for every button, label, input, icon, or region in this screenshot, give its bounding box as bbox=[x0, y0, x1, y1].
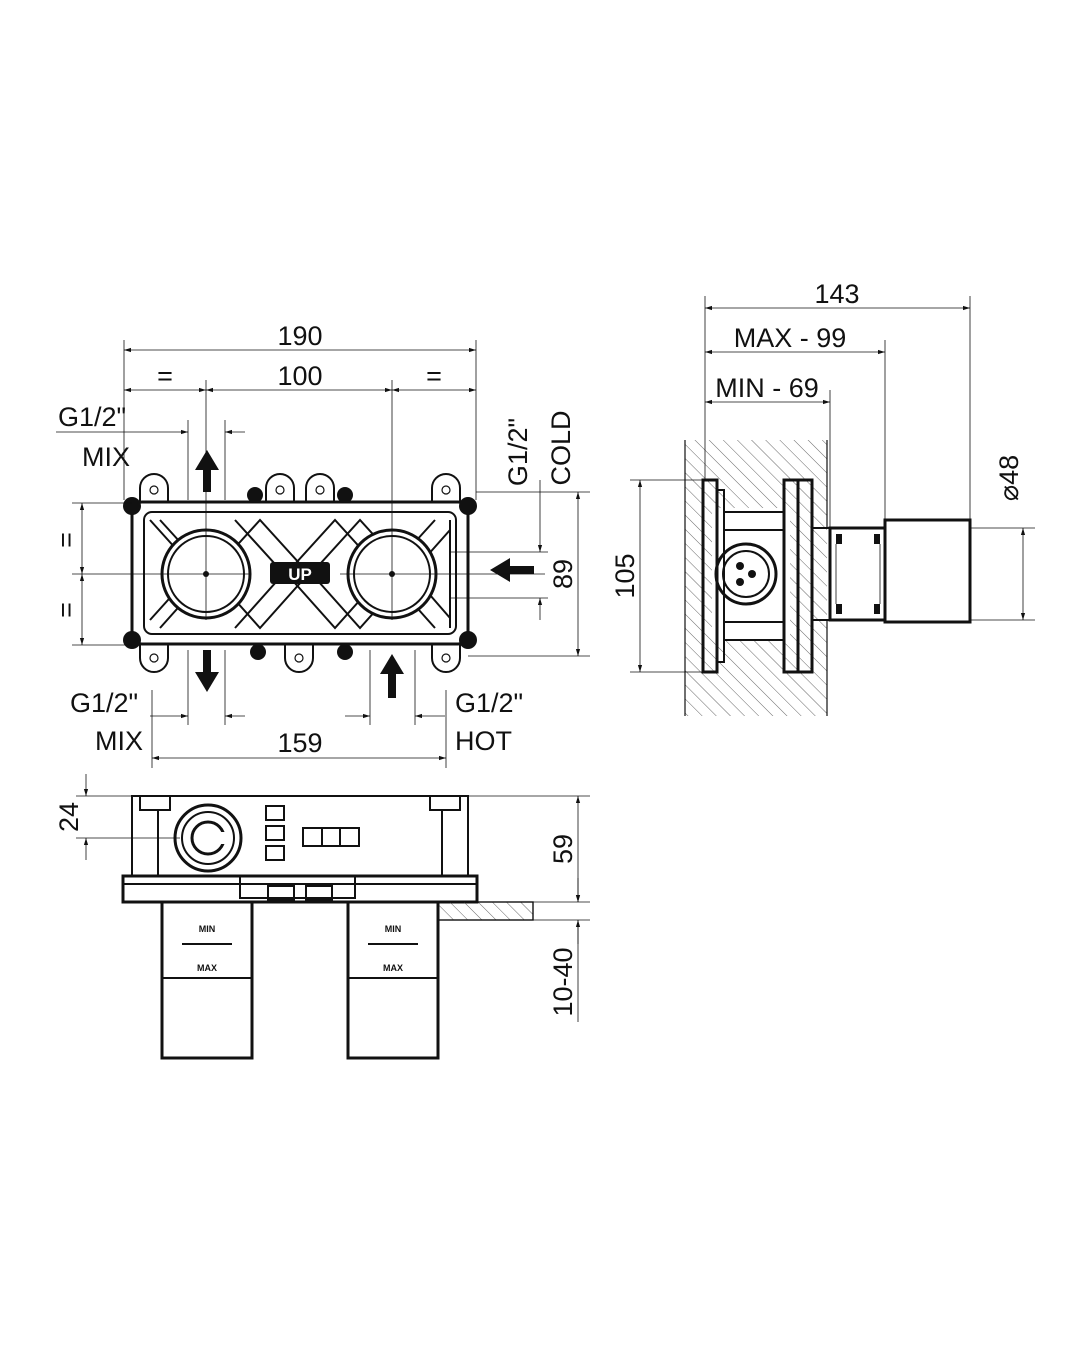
dim-depth-overall: 143 bbox=[814, 279, 859, 309]
flow-arrow-up-hot-icon bbox=[380, 654, 404, 698]
marker-max-left: MAX bbox=[197, 963, 217, 973]
dim-diameter: ⌀48 bbox=[994, 455, 1024, 501]
dim-width-overall: 190 bbox=[277, 321, 322, 351]
dim-equal-left: = bbox=[157, 361, 173, 391]
dim-axis-offset: 24 bbox=[54, 802, 84, 832]
dim-flange-height: 105 bbox=[610, 553, 640, 598]
flow-arrow-left-cold-icon bbox=[490, 558, 534, 582]
brand-logo bbox=[270, 562, 330, 584]
dim-equal-right: = bbox=[426, 361, 442, 391]
mounting-tabs bbox=[123, 473, 477, 673]
port-top-left-thread: G1/2" bbox=[58, 402, 126, 432]
side-view: 143 MAX - 99 MIN - 69 105 ⌀48 bbox=[610, 279, 1035, 716]
dim-center-distance: 100 bbox=[277, 361, 322, 391]
port-right-thread: G1/2" bbox=[503, 418, 533, 486]
dim-height-total: 59 bbox=[548, 834, 578, 864]
front-view: 190 = 100 = G1/2" MIX bbox=[51, 321, 590, 768]
port-bottom-right-label: HOT bbox=[455, 726, 512, 756]
dim-height-body: 89 bbox=[548, 559, 578, 589]
port-bottom-right-thread: G1/2" bbox=[455, 688, 523, 718]
dim-equal-lower: = bbox=[51, 602, 81, 618]
port-right-label: COLD bbox=[546, 410, 576, 485]
port-bottom-left-thread: G1/2" bbox=[70, 688, 138, 718]
dim-bottom-port-distance: 159 bbox=[277, 728, 322, 758]
marker-min-right: MIN bbox=[385, 924, 402, 934]
brand-logo-text: UP bbox=[288, 565, 312, 584]
dim-depth-min: MIN - 69 bbox=[715, 373, 819, 403]
port-top-left-label: MIX bbox=[82, 442, 130, 472]
flow-arrow-up-icon bbox=[195, 450, 219, 492]
port-bottom-left-label: MIX bbox=[95, 726, 143, 756]
marker-max-right: MAX bbox=[383, 963, 403, 973]
bottom-view: MIN MAX MIN MAX 24 59 10-40 bbox=[54, 774, 590, 1060]
dim-equal-upper: = bbox=[51, 532, 81, 548]
dim-depth-max: MAX - 99 bbox=[734, 323, 847, 353]
flow-arrow-down-icon bbox=[195, 650, 219, 692]
marker-min-left: MIN bbox=[199, 924, 216, 934]
dim-extension-range: 10-40 bbox=[548, 947, 578, 1016]
